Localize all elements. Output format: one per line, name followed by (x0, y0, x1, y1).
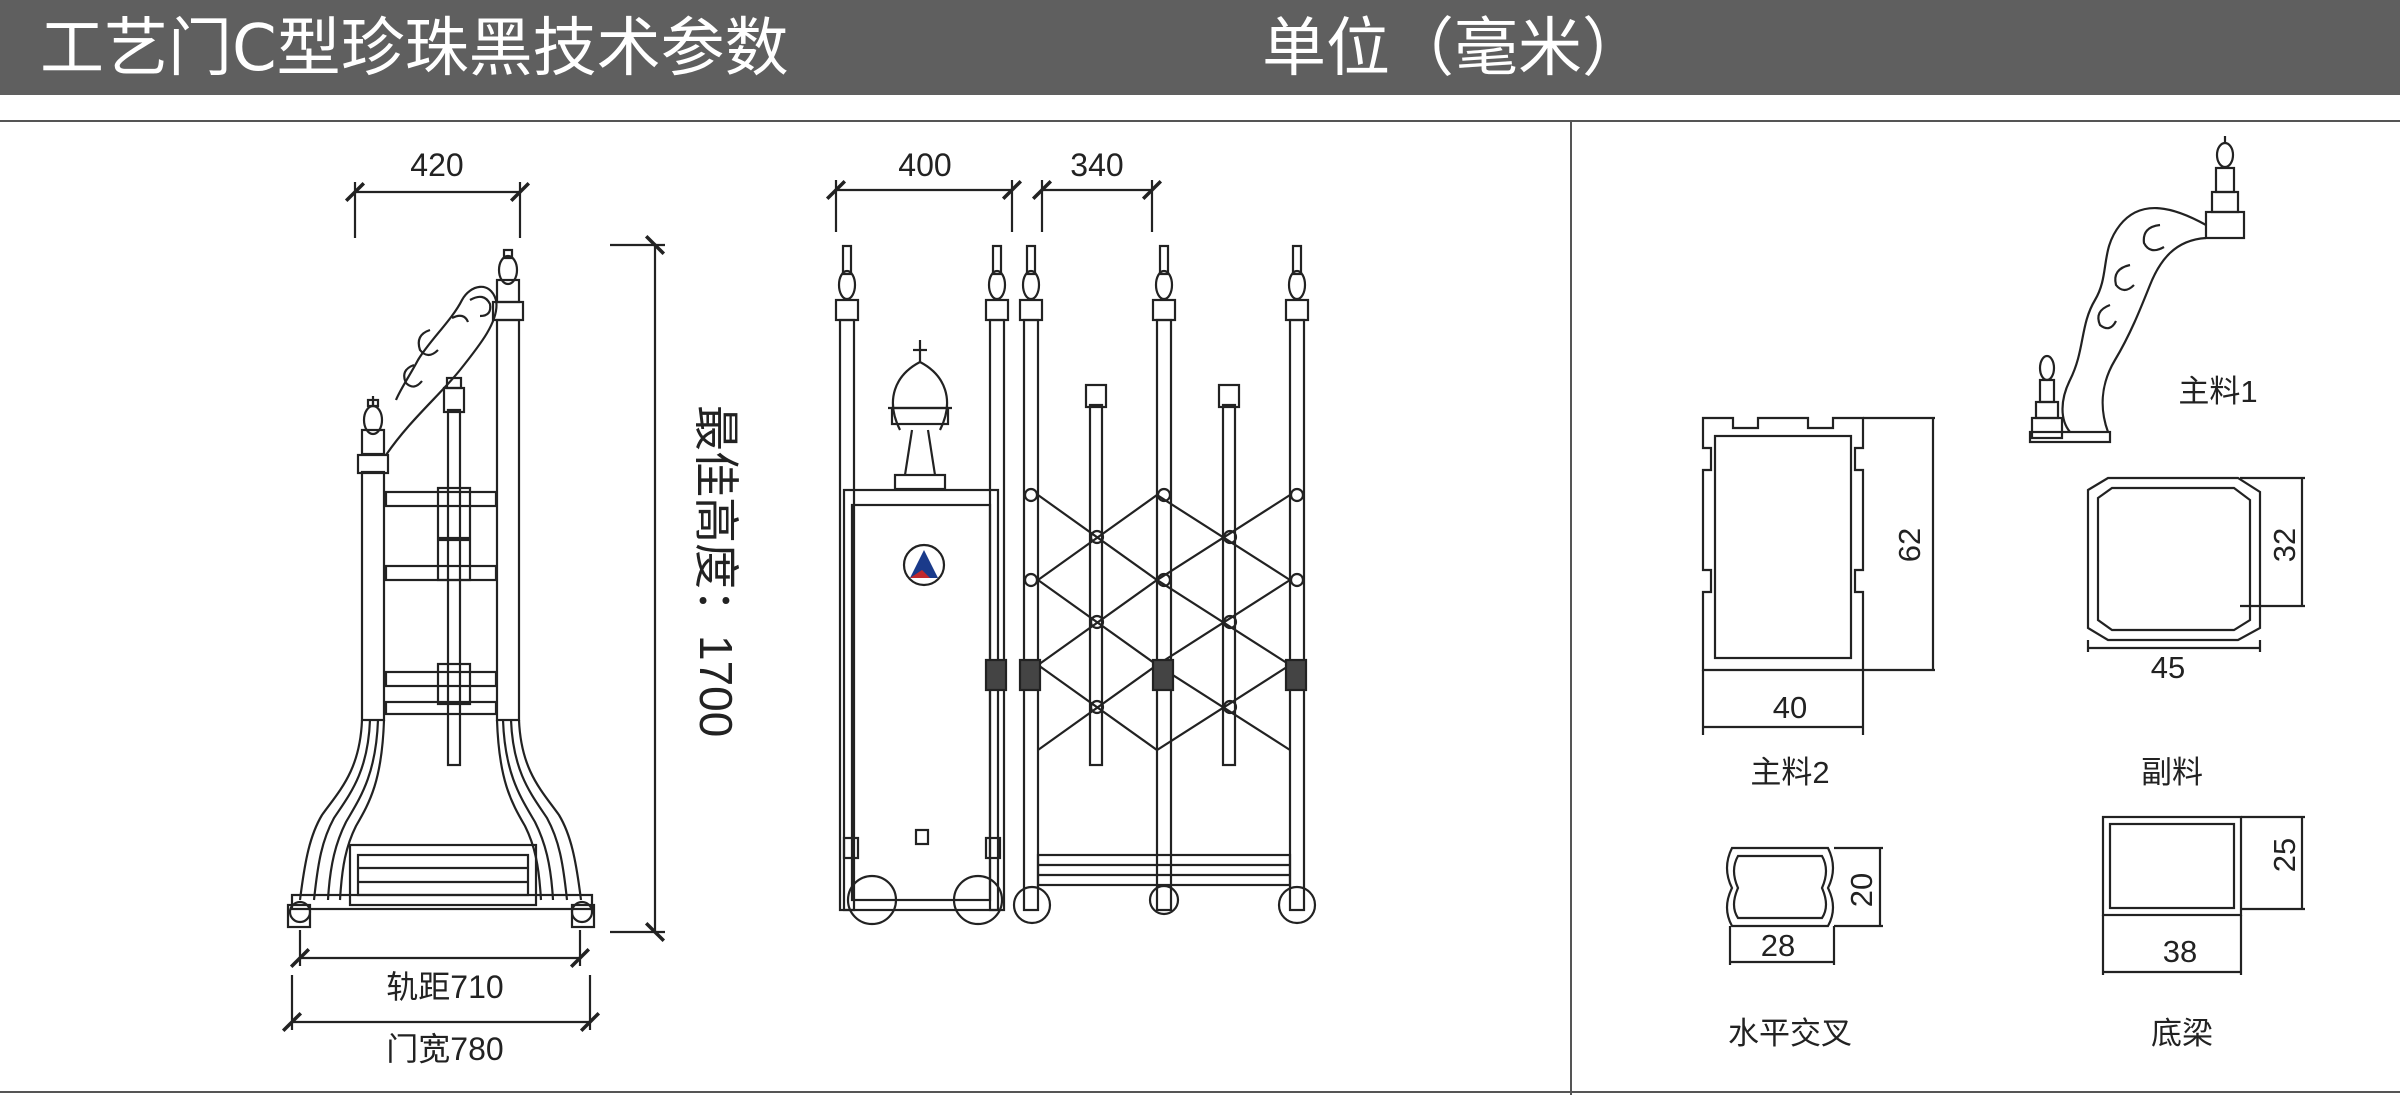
profile-cross-label: 水平交叉 (1728, 1016, 1852, 1051)
profile-cross-height: 20 (1844, 873, 1879, 907)
door-width-label: 门宽780 (386, 1031, 503, 1067)
profile-beam (2101, 815, 2305, 975)
profile-cross (1725, 846, 1883, 965)
profile-aux (2086, 476, 2305, 652)
side-view (825, 179, 1317, 926)
side-top-dimensions (825, 179, 1163, 232)
top-divider (0, 120, 2400, 122)
title-bar: 工艺门C型珍珠黑技术参数 单位（毫米） (0, 0, 2400, 95)
profile-beam-width: 38 (2163, 934, 2197, 969)
lamp (888, 340, 952, 491)
front-bottom-dimensions (281, 930, 601, 1033)
side-dim-a-label: 400 (898, 147, 951, 183)
best-height-label: 最佳高度：1700 (690, 405, 742, 737)
front-scroll (385, 285, 498, 456)
page-title: 工艺门C型珍珠黑技术参数 (40, 12, 789, 86)
profile-beam-label: 底梁 (2151, 1016, 2213, 1051)
profile-main2-label: 主料2 (1750, 755, 1829, 790)
track-gauge-label: 轨距710 (386, 969, 503, 1005)
scissor-lattice (1023, 487, 1305, 752)
front-top-width-label: 420 (410, 147, 463, 183)
profile-aux-width: 45 (2151, 650, 2185, 685)
profile-aux-height: 32 (2267, 528, 2302, 562)
profile-main2-height: 62 (1892, 528, 1927, 562)
profile-main2-width: 40 (1773, 690, 1807, 725)
front-view (281, 181, 666, 1033)
side-dim-b-label: 340 (1070, 147, 1123, 183)
profile-main1-label: 主料1 (2178, 374, 2257, 409)
profile-cross-width: 28 (1761, 928, 1795, 963)
side-wheels (842, 836, 1317, 926)
profile-main1-ornament (2028, 136, 2246, 444)
front-left-post (356, 396, 390, 722)
profile-main2 (1701, 416, 1935, 735)
front-top-dimension (344, 181, 531, 238)
unit-label: 单位（毫米） (1262, 12, 1646, 86)
profile-beam-height: 25 (2267, 838, 2302, 872)
front-height-dimension (610, 234, 666, 943)
profile-aux-label: 副料 (2141, 755, 2203, 790)
bottom-divider (0, 1091, 2400, 1093)
control-box (842, 488, 1000, 912)
triangle-logo-icon (902, 543, 946, 587)
panel-divider (1570, 122, 1572, 1095)
front-right-post (491, 248, 525, 722)
side-posts (834, 244, 1310, 912)
front-center-post (442, 376, 466, 767)
